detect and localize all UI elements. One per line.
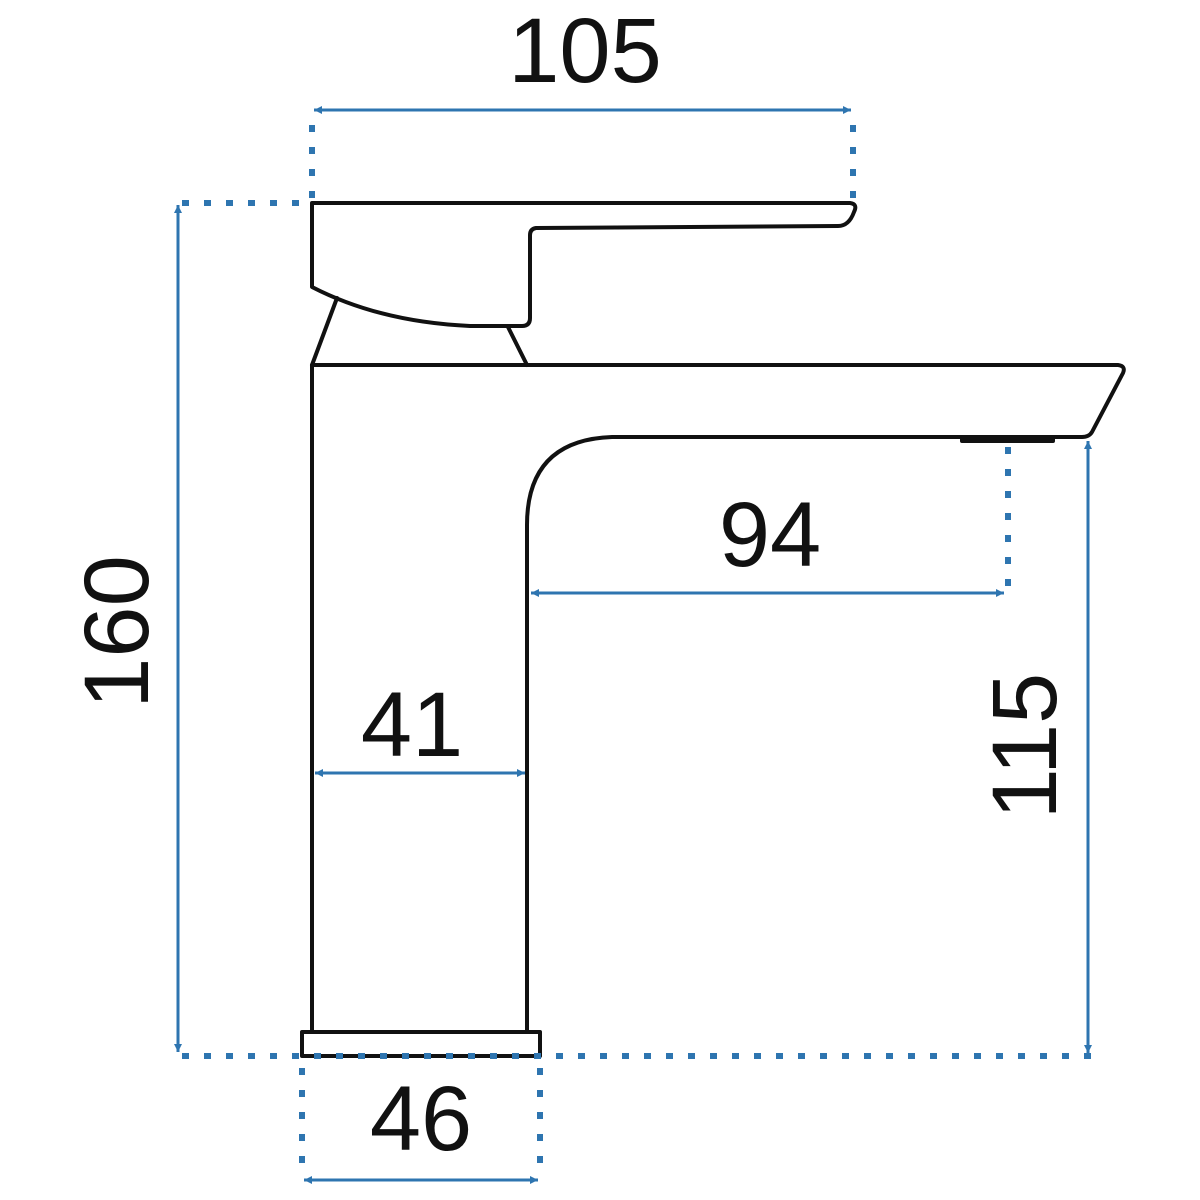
- body-and-spout: [310, 363, 1126, 1034]
- dimension-labels: 105 160 94 41 115 46: [66, 0, 1076, 1170]
- dim-46-label: 46: [370, 1068, 472, 1170]
- dim-94-label: 94: [719, 484, 821, 586]
- dim-160-label: 160: [66, 555, 168, 709]
- dimension-lines: [174, 106, 1092, 1184]
- handle-lever: [310, 201, 858, 328]
- aerator: [960, 437, 1055, 443]
- dim-41-label: 41: [361, 674, 463, 776]
- dim-105-label: 105: [508, 0, 662, 102]
- base-plate: [300, 1030, 542, 1058]
- handle-neck: [310, 296, 529, 367]
- faucet-outline: [300, 201, 1126, 1058]
- extension-lines: [182, 125, 1092, 1176]
- dim-115-label: 115: [974, 673, 1076, 820]
